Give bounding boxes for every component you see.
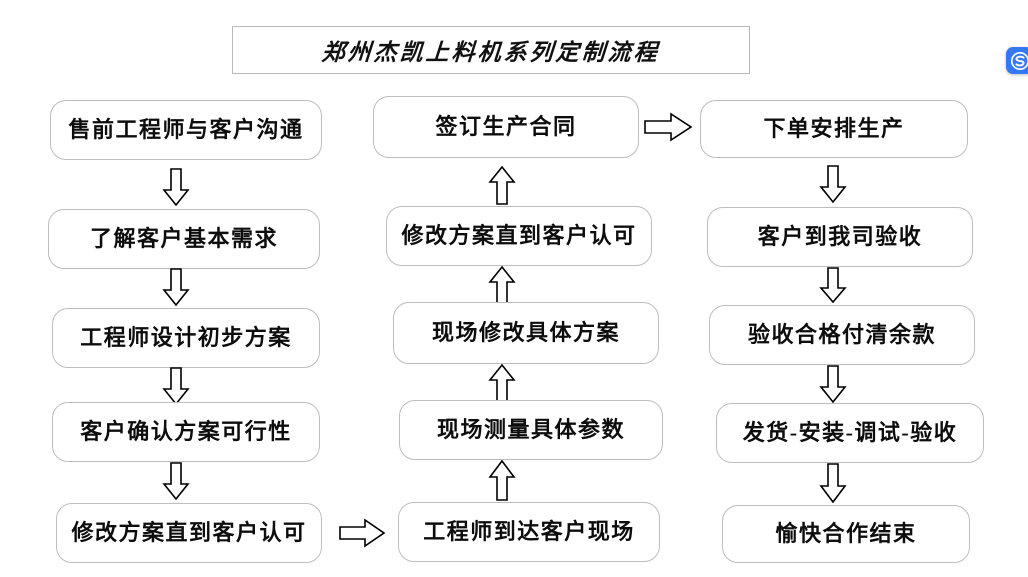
flow-node-engineer-arrive-site[interactable]: 工程师到达客户现场 [398, 502, 660, 562]
flow-node-revise-until-approved-1[interactable]: 修改方案直到客户认可 [56, 503, 322, 563]
chart-title: 郑州杰凯上料机系列定制流程 [320, 40, 661, 65]
arrow-right-icon [644, 112, 693, 142]
flow-node-revise-until-approved-2[interactable]: 修改方案直到客户认可 [386, 206, 652, 266]
flow-node-onsite-measure-parameters[interactable]: 现场测量具体参数 [399, 400, 663, 460]
flow-node-label: 工程师设计初步方案 [80, 325, 292, 350]
arrow-down-icon [162, 462, 190, 501]
arrow-down-icon [162, 367, 190, 406]
arrow-up-icon [488, 459, 516, 501]
flow-node-label: 现场测量具体参数 [436, 417, 625, 442]
flow-node-label: 签订生产合同 [435, 114, 577, 139]
flow-node-pay-balance-after-acceptance[interactable]: 验收合格付清余款 [709, 305, 975, 365]
chart-title-box: 郑州杰凯上料机系列定制流程 [232, 26, 750, 74]
flow-node-place-order-arrange-production[interactable]: 下单安排生产 [700, 100, 968, 158]
flow-node-understand-basic-needs[interactable]: 了解客户基本需求 [48, 209, 320, 269]
flow-node-label: 现场修改具体方案 [431, 320, 620, 345]
s-swirl-icon [1010, 51, 1028, 70]
arrow-right-icon [339, 518, 386, 548]
flow-node-pleasant-cooperation-end[interactable]: 愉快合作结束 [722, 505, 970, 563]
flow-node-sales-engineer-communicate[interactable]: 售前工程师与客户沟通 [50, 100, 322, 160]
flow-node-label: 客户到我司验收 [757, 224, 923, 249]
arrow-up-icon [488, 165, 516, 205]
flow-node-label: 修改方案直到客户认可 [71, 520, 307, 545]
flow-node-customer-inspect-at-factory[interactable]: 客户到我司验收 [707, 207, 973, 267]
flow-node-label: 了解客户基本需求 [89, 226, 278, 251]
arrow-down-icon [819, 165, 847, 204]
flow-node-label: 修改方案直到客户认可 [401, 223, 637, 248]
arrow-up-icon [488, 265, 516, 305]
flow-node-label: 验收合格付清余款 [747, 322, 936, 347]
flow-node-label: 客户确认方案可行性 [80, 419, 292, 444]
flow-node-onsite-revise-plan[interactable]: 现场修改具体方案 [393, 302, 659, 364]
flow-node-delivery-install-debug-accept[interactable]: 发货-安装-调试-验收 [716, 403, 984, 463]
flow-node-sign-production-contract[interactable]: 签订生产合同 [373, 96, 639, 158]
flow-node-engineer-initial-plan[interactable]: 工程师设计初步方案 [52, 308, 320, 368]
arrow-down-icon [819, 267, 847, 304]
arrow-down-icon [162, 168, 190, 207]
arrow-down-icon [162, 268, 190, 307]
arrow-down-icon [819, 463, 847, 504]
flow-node-label: 下单安排生产 [763, 116, 905, 141]
flow-node-label: 售前工程师与客户沟通 [68, 117, 304, 142]
flow-node-label: 工程师到达客户现场 [423, 519, 635, 544]
flow-node-customer-confirm-feasibility[interactable]: 客户确认方案可行性 [52, 402, 320, 462]
flow-node-label: 愉快合作结束 [775, 521, 917, 546]
arrow-down-icon [819, 365, 847, 404]
s-logo-badge[interactable] [1006, 47, 1028, 74]
arrow-up-icon [488, 363, 516, 403]
flow-node-label: 发货-安装-调试-验收 [742, 420, 958, 445]
